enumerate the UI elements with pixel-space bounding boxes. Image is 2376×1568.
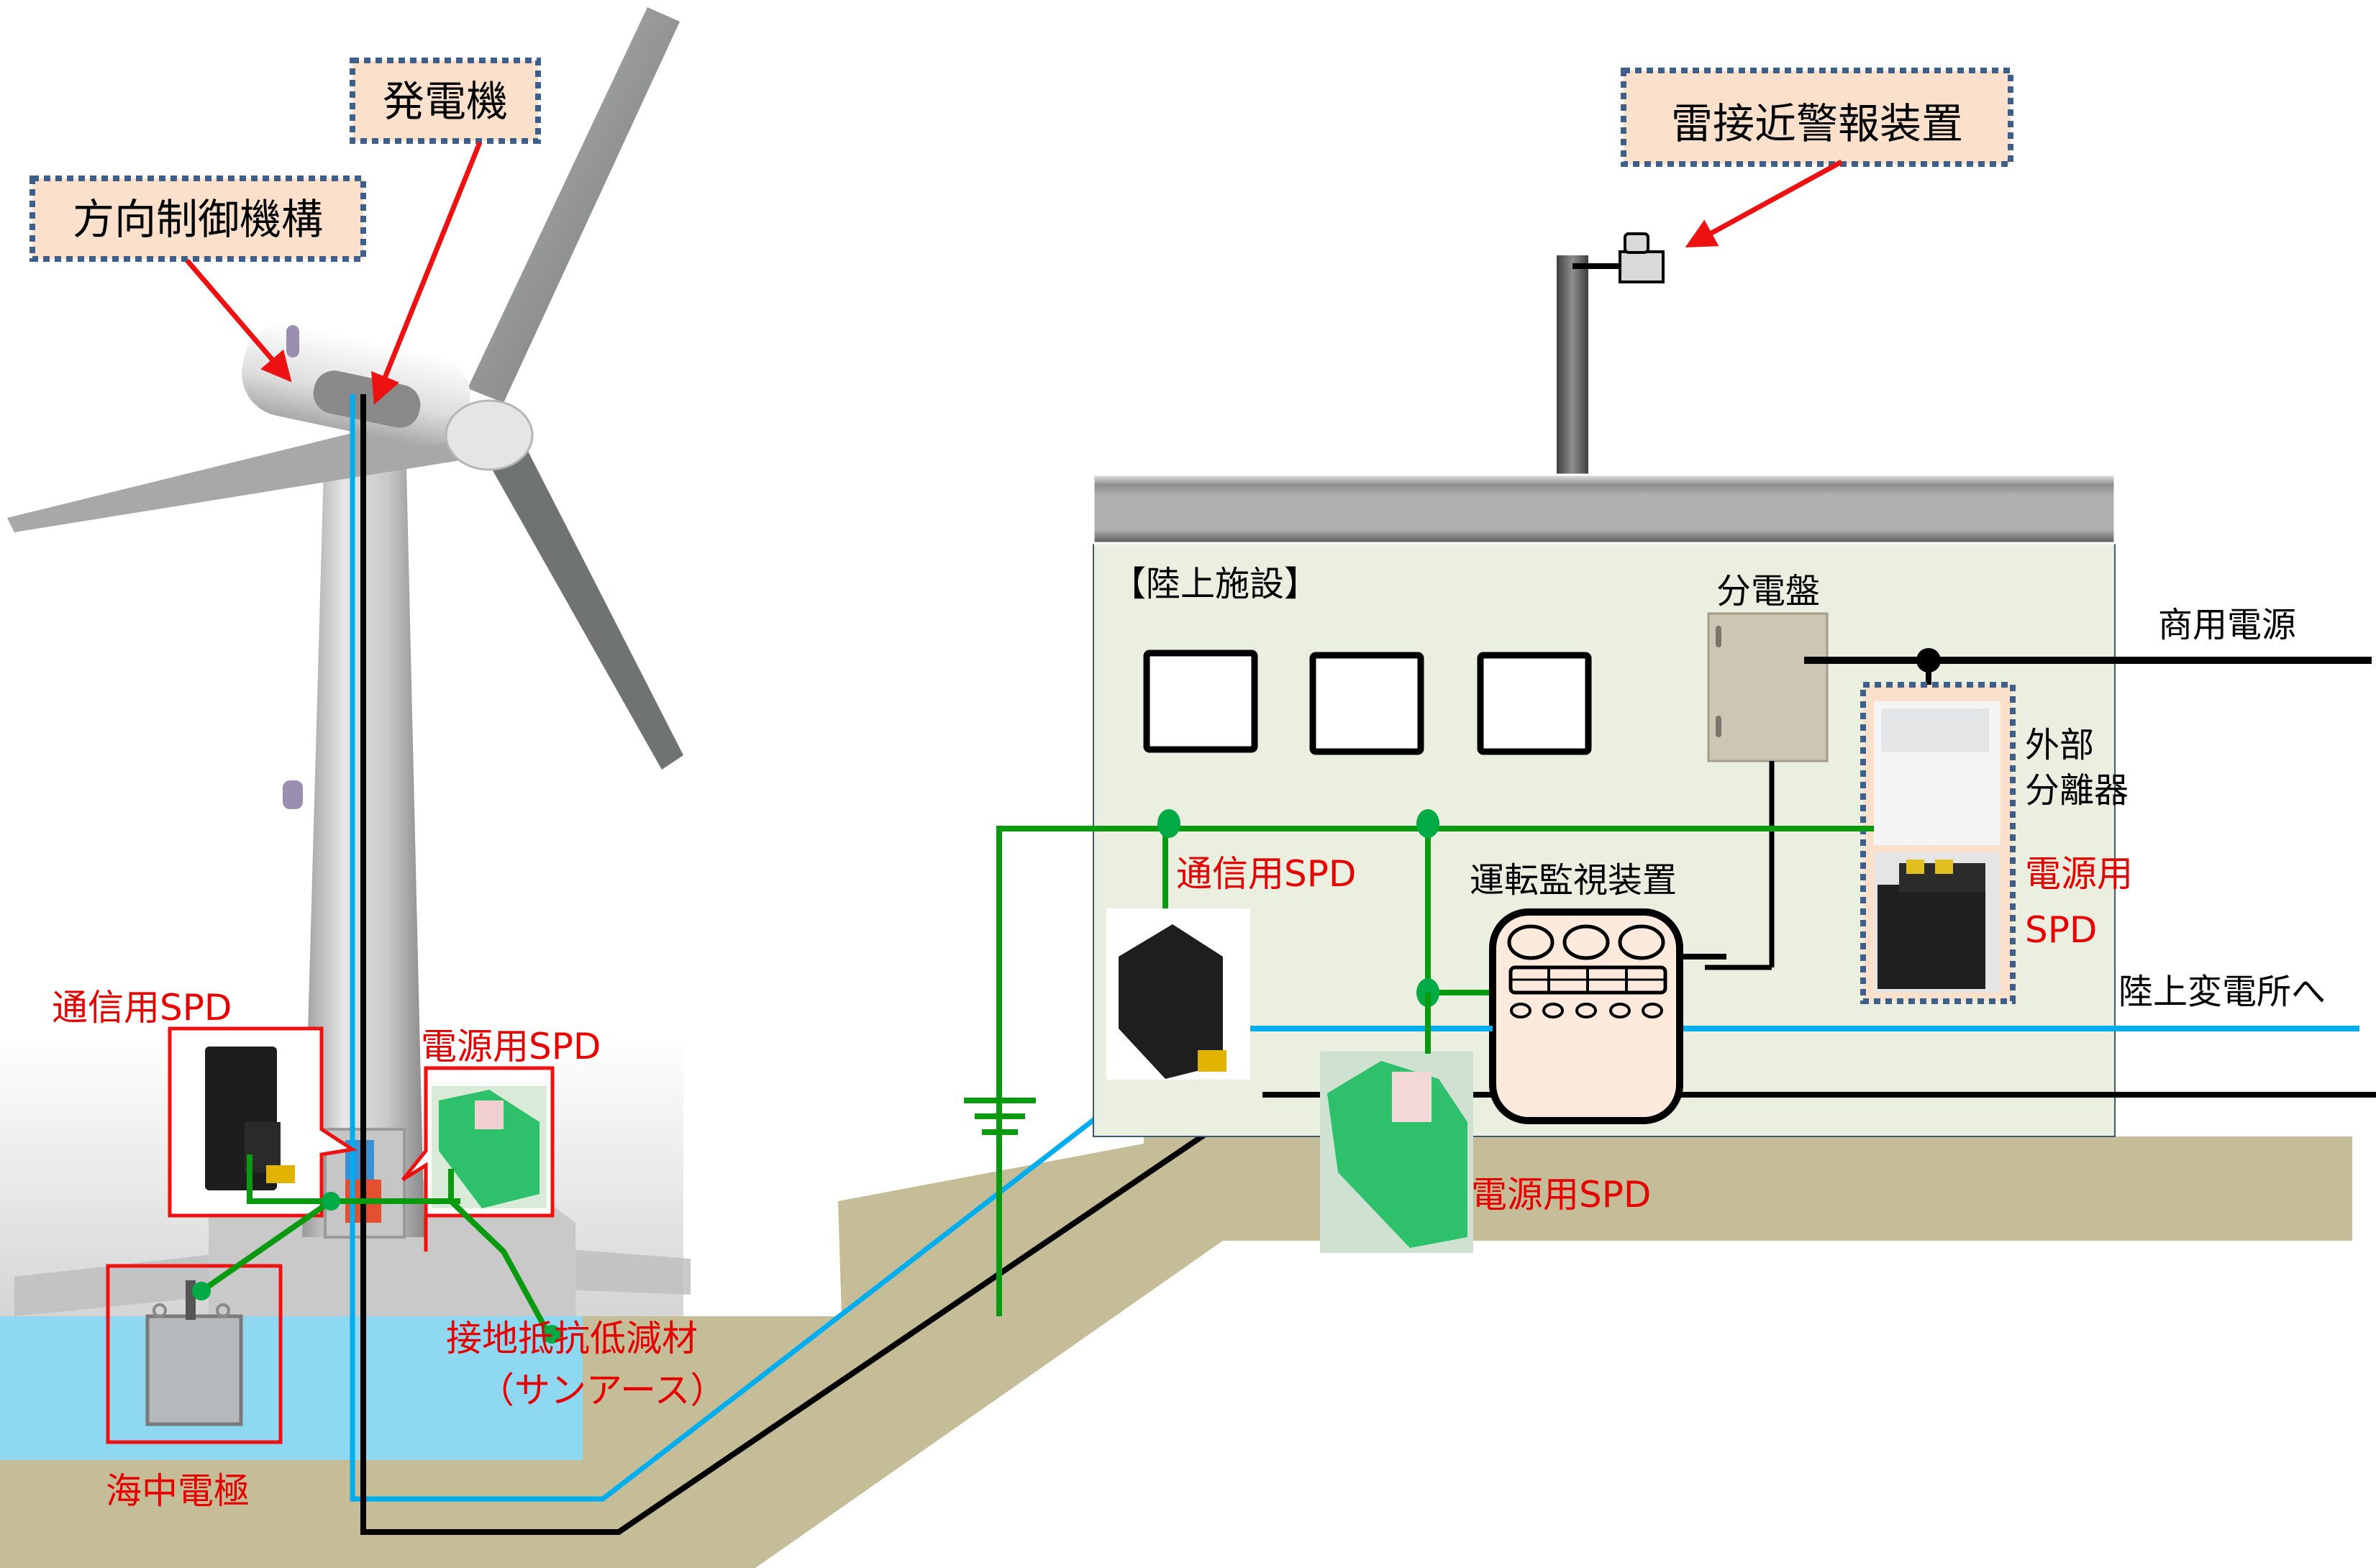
sea-electrode-label: 海中電極 bbox=[106, 1470, 250, 1512]
surge-protector-icon bbox=[1106, 908, 1250, 1080]
ground-wire bbox=[448, 1169, 550, 1332]
distribution-board-label: 分電盤 bbox=[1716, 571, 1820, 611]
ground-wire bbox=[247, 1154, 460, 1204]
window bbox=[1477, 652, 1592, 755]
ground-wire bbox=[199, 1198, 333, 1294]
window bbox=[1309, 652, 1424, 755]
surge-protector-icon bbox=[1874, 852, 2001, 993]
earth-ground-icon bbox=[964, 1098, 1036, 1135]
earth-ground bbox=[0, 1136, 2352, 1568]
commercial-power-label: 商用電源 bbox=[2158, 605, 2296, 645]
lightning-sensor-icon bbox=[1572, 232, 1665, 283]
ground-bus bbox=[996, 826, 1874, 1316]
distribution-cabinet-icon bbox=[1707, 612, 1829, 762]
external-disconnector-label: 外部 bbox=[2025, 725, 2094, 765]
monitoring-panel-icon bbox=[1262, 908, 2376, 1124]
callout-alarm bbox=[1621, 68, 2013, 167]
callout-alarm-label: 雷接近警報装置 bbox=[1671, 99, 1963, 148]
sea-electrode-box bbox=[106, 1264, 283, 1444]
sea-area bbox=[0, 1316, 583, 1460]
alarm-pole bbox=[1557, 255, 1588, 475]
facility-power-spd-label: 電源用 bbox=[2025, 853, 2133, 895]
building-roof bbox=[1092, 473, 2116, 544]
to-substation-label: 陸上変電所へ bbox=[2118, 972, 2326, 1012]
facility-comm-spd-label: 通信用SPD bbox=[1176, 853, 1356, 895]
turbine-comm-spd-label: 通信用SPD bbox=[52, 987, 232, 1029]
arrow-yaw bbox=[185, 258, 292, 383]
yaw-sensor bbox=[286, 325, 299, 357]
facility-power-spd-label-2: SPD bbox=[2025, 909, 2097, 951]
facility-title: 【陸上施設】 bbox=[1111, 564, 1319, 604]
surge-protector-icon bbox=[205, 1047, 295, 1190]
callout-generator bbox=[350, 58, 541, 144]
turbine-blade bbox=[7, 410, 460, 532]
tower-bracket bbox=[283, 780, 303, 809]
facility-power-spd-bottom-label: 電源用SPD bbox=[1471, 1174, 1651, 1216]
monitoring-label: 運転監視装置 bbox=[1470, 860, 1677, 901]
turbine-blade bbox=[468, 7, 680, 403]
surge-protector-icon bbox=[1320, 1052, 1473, 1253]
arrow-generator bbox=[371, 141, 483, 405]
arrow-alarm bbox=[1685, 159, 1843, 248]
wind-turbine-icon bbox=[7, 7, 683, 1239]
ground-node bbox=[192, 1282, 211, 1300]
callout-generator-label: 発電機 bbox=[383, 77, 508, 126]
ground-material-sublabel: （サンアース） bbox=[478, 1369, 727, 1411]
callout-yaw bbox=[29, 176, 366, 262]
turbine-power-spd-label: 電源用SPD bbox=[421, 1026, 601, 1067]
ground-node bbox=[322, 1192, 340, 1211]
surge-protector-icon bbox=[432, 1086, 547, 1208]
ground-node bbox=[542, 1325, 561, 1344]
turbine-blade bbox=[475, 432, 683, 770]
turbine-hub bbox=[445, 399, 534, 471]
ground-node bbox=[1157, 809, 1180, 838]
callout-yaw-label: 方向制御機構 bbox=[73, 195, 323, 244]
sea-electrode-icon bbox=[145, 1280, 243, 1426]
window bbox=[1143, 649, 1258, 753]
external-disconnector-label-2: 分離器 bbox=[2025, 770, 2129, 811]
ground-node bbox=[1416, 809, 1439, 838]
ground-material-label: 接地抵抗低減材 bbox=[446, 1318, 698, 1359]
